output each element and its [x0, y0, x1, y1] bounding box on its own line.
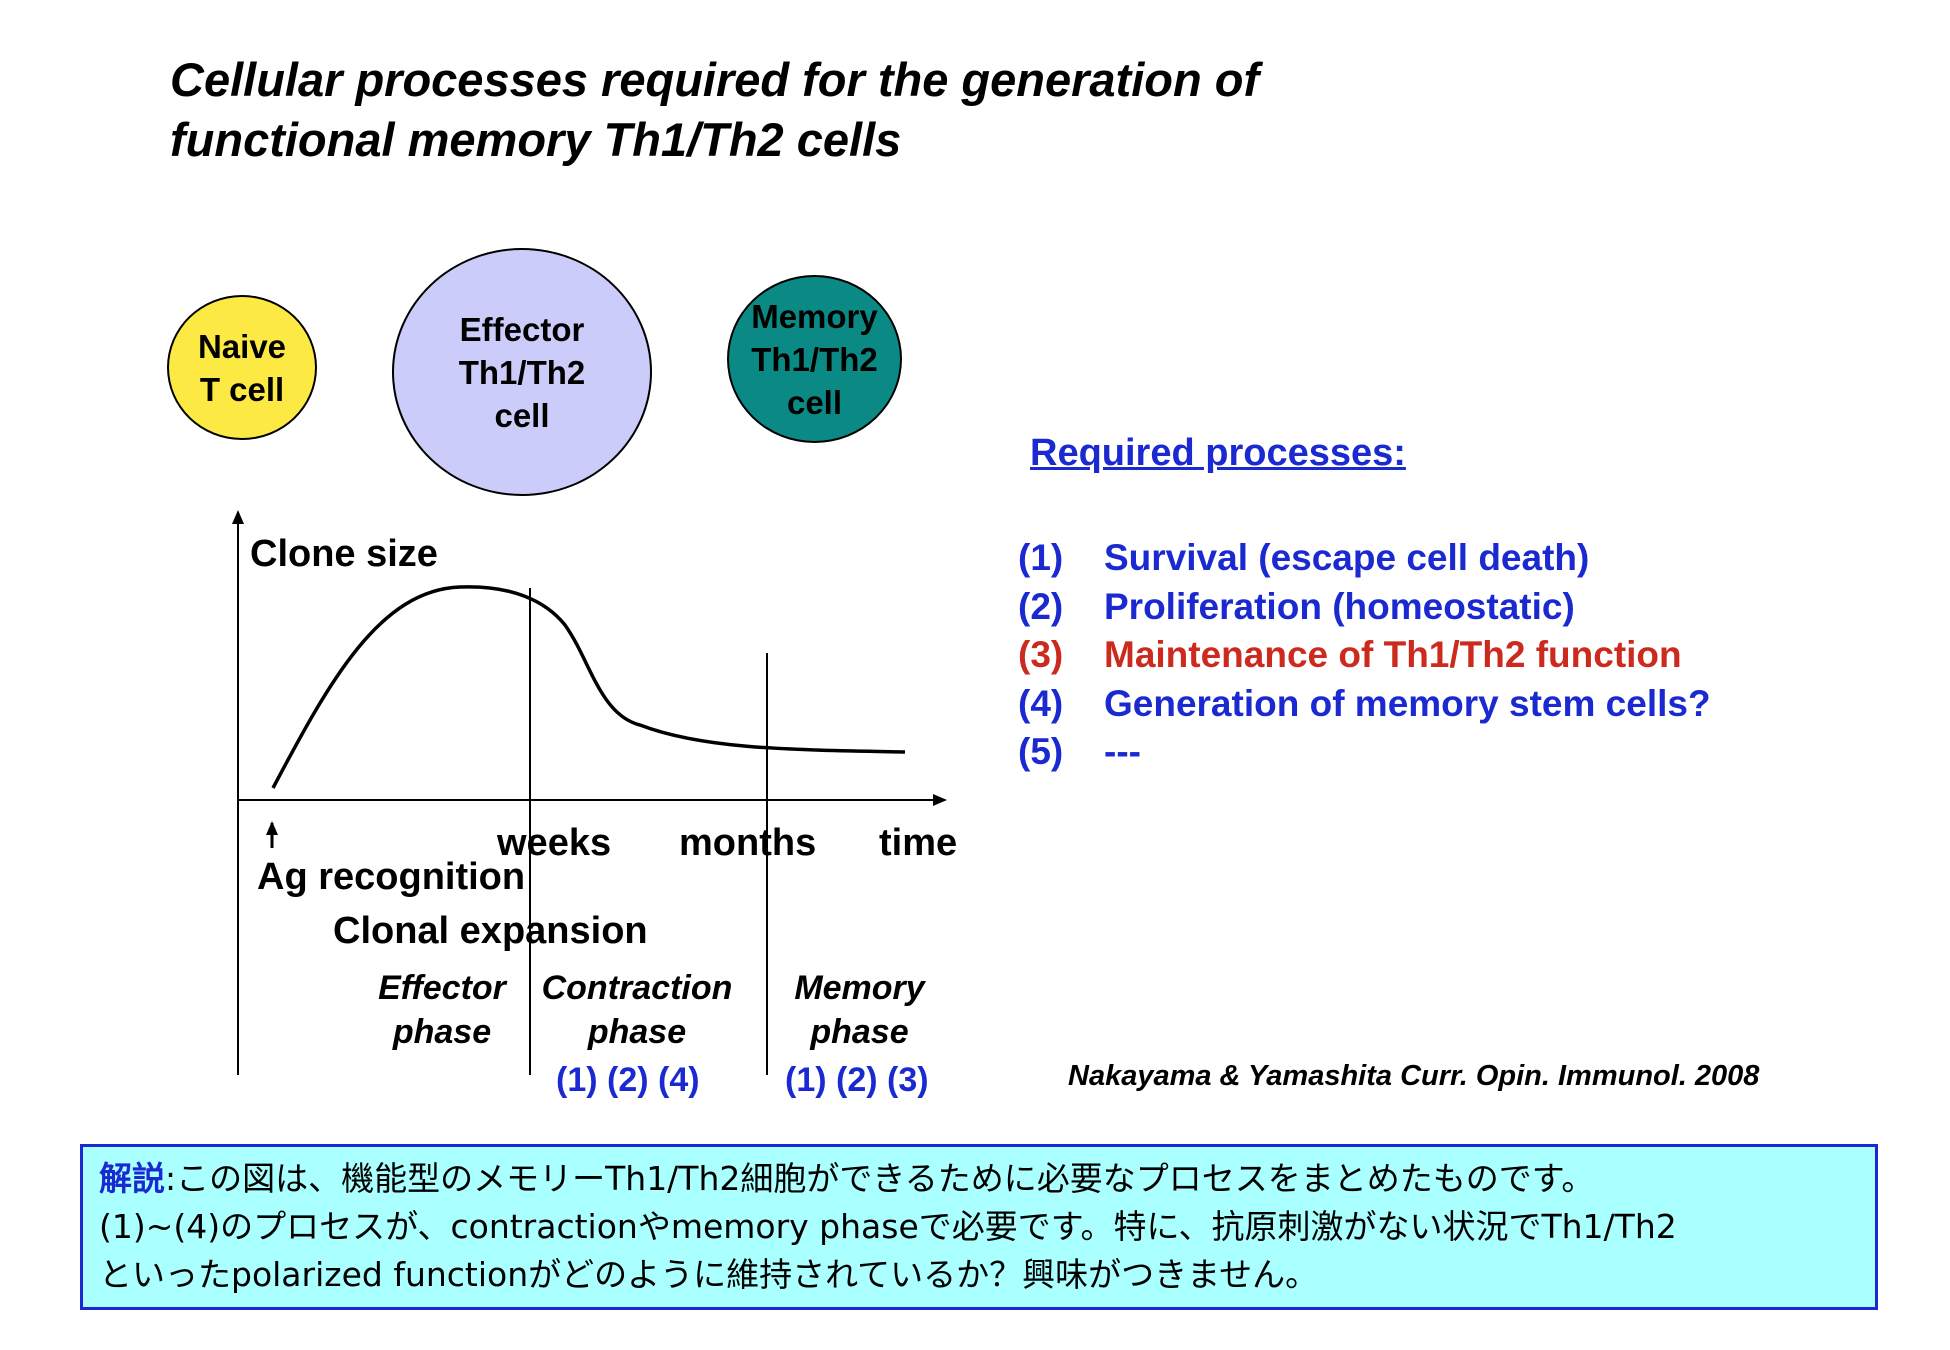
required-process-5: (5) --- [1018, 728, 1711, 777]
x-tick-weeks: weeks [497, 822, 612, 864]
commentary-line-3: といったpolarized functionがどのように維持されているか？興味が… [99, 1255, 1319, 1294]
commentary-keyword: 解説 [99, 1159, 165, 1198]
commentary-text-1: :この図は、機能型のメモリーTh1/Th2細胞ができるために必要なプロセスをまと… [165, 1159, 1595, 1198]
process-number: (3) [1018, 634, 1064, 675]
required-process-4: (4) Generation of memory stem cells? [1018, 680, 1711, 729]
process-text: Survival (escape cell death) [1104, 537, 1590, 578]
slide-title: Cellular processes required for the gene… [170, 50, 1670, 170]
memory-phase-label: Memory phase [794, 969, 925, 1051]
process-number: (4) [1018, 682, 1064, 724]
required-process-2: (2) Proliferation (homeostatic) [1018, 583, 1711, 632]
contraction-processes: (1) (2) (4) [556, 1061, 700, 1099]
required-processes-list: (1) Survival (escape cell death) (2) Pro… [1018, 534, 1711, 777]
required-processes-heading: Required processes: [1030, 432, 1406, 474]
effector-cell: Effector Th1/Th2 cell [392, 248, 652, 496]
title-line-1: Cellular processes required for the gene… [170, 53, 1260, 106]
required-process-3: (3) Maintenance of Th1/Th2 function [1018, 631, 1711, 680]
process-text: Proliferation (homeostatic) [1104, 585, 1575, 627]
effector-phase-label: Effector phase [378, 969, 506, 1051]
commentary-line-2: (1)~(4)のプロセスが、contractionやmemory phaseで必… [99, 1207, 1677, 1246]
clonal-expansion-label: Clonal expansion [333, 910, 648, 952]
x-tick-time: time [879, 822, 958, 864]
memory-cell: Memory Th1/Th2 cell [727, 275, 902, 443]
required-process-1: (1) Survival (escape cell death) [1018, 534, 1711, 583]
process-number: (1) [1018, 537, 1064, 578]
commentary-line-1: 解説:この図は、機能型のメモリーTh1/Th2細胞ができるために必要なプロセスを… [99, 1155, 1859, 1203]
y-axis-label: Clone size [250, 533, 438, 575]
process-text: Generation of memory stem cells? [1104, 682, 1711, 724]
citation: Nakayama & Yamashita Curr. Opin. Immunol… [1068, 1060, 1760, 1092]
x-tick-months: months [679, 822, 817, 864]
title-line-2: functional memory Th1/Th2 cells [170, 113, 902, 166]
clone-size-curve [271, 585, 906, 789]
ag-recognition-label: Ag recognition [257, 856, 526, 898]
commentary-box: 解説:この図は、機能型のメモリーTh1/Th2細胞ができるために必要なプロセスを… [80, 1144, 1878, 1310]
memory-processes: (1) (2) (3) [785, 1061, 929, 1099]
naive-t-cell-label: Naive T cell [197, 327, 287, 408]
process-number: (2) [1018, 585, 1064, 627]
process-text: --- [1104, 731, 1141, 772]
naive-t-cell: Naive T cell [167, 295, 317, 440]
effector-cell-label: Effector Th1/Th2 cell [458, 310, 586, 434]
process-text: Maintenance of Th1/Th2 function [1104, 634, 1682, 675]
process-number: (5) [1018, 731, 1064, 772]
contraction-phase-label: Contraction phase [541, 969, 733, 1051]
memory-cell-label: Memory Th1/Th2 cell [751, 297, 878, 421]
